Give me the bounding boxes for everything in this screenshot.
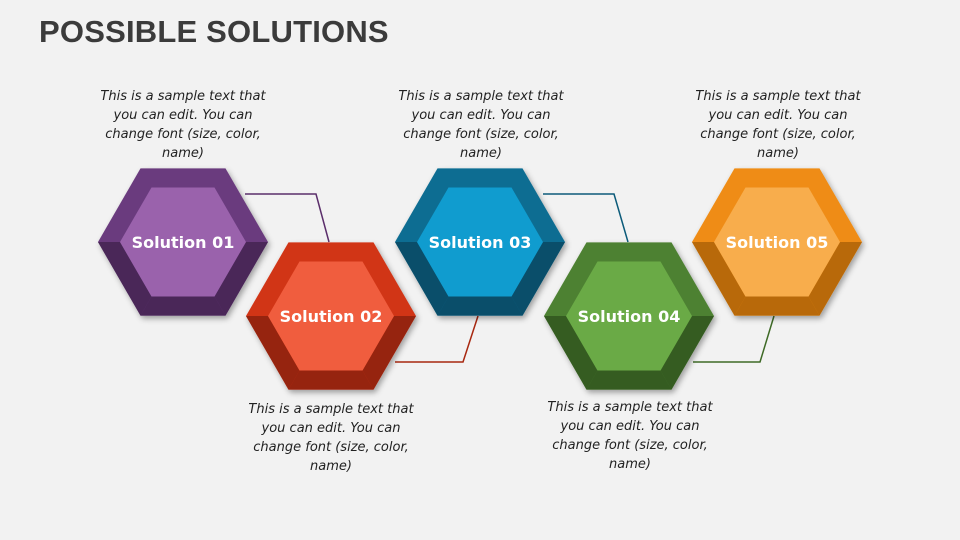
solution-hexagon-04: Solution 04 (544, 242, 714, 390)
hexagon-inner (566, 261, 692, 371)
connector-3-4 (543, 193, 629, 243)
solution-02-text: This is a sample text that you can edit.… (248, 402, 414, 474)
hexagon-bevel (98, 242, 152, 316)
hexagon-inner (268, 261, 394, 371)
hexagon-bevel (288, 370, 374, 390)
solution-label: Solution 02 (280, 307, 383, 326)
hexagon-bevel (395, 242, 449, 316)
hexagon-bevel (140, 296, 226, 316)
hexagon-bevel (734, 296, 820, 316)
hexagon-bevel (511, 242, 565, 316)
hexagon-bevel (362, 316, 416, 390)
hexagon-bevel (437, 296, 523, 316)
solution-label: Solution 03 (429, 233, 532, 252)
hexagon-bevel (246, 316, 300, 390)
solution-03-text: This is a sample text that you can edit.… (398, 89, 564, 161)
hexagon-inner (120, 187, 246, 297)
page-title: POSSIBLE SOLUTIONS (39, 14, 389, 49)
solution-hexagon-05: Solution 05 (692, 168, 862, 316)
hexagon-inner (417, 187, 543, 297)
hexagon-bevel (692, 242, 746, 316)
solution-hexagon-02: Solution 02 (246, 242, 416, 390)
solution-hexagon-03: Solution 03 (395, 168, 565, 316)
connector-2-3 (395, 315, 479, 363)
solution-label: Solution 04 (578, 307, 681, 326)
solution-label: Solution 01 (132, 233, 235, 252)
hexagon-inner (714, 187, 840, 297)
hexagon-bevel (544, 316, 598, 390)
hexagon-bevel (586, 370, 672, 390)
solution-05-text: This is a sample text that you can edit.… (695, 89, 861, 161)
hexagon-bevel (660, 316, 714, 390)
solution-label: Solution 05 (726, 233, 829, 252)
hexagon-bevel (214, 242, 268, 316)
solution-01-text: This is a sample text that you can edit.… (100, 89, 266, 161)
solution-04-text: This is a sample text that you can edit.… (547, 400, 713, 472)
connector-1-2 (245, 193, 330, 243)
solution-hexagon-01: Solution 01 (98, 168, 268, 316)
hexagon-bevel (808, 242, 862, 316)
connector-4-5 (693, 315, 775, 363)
